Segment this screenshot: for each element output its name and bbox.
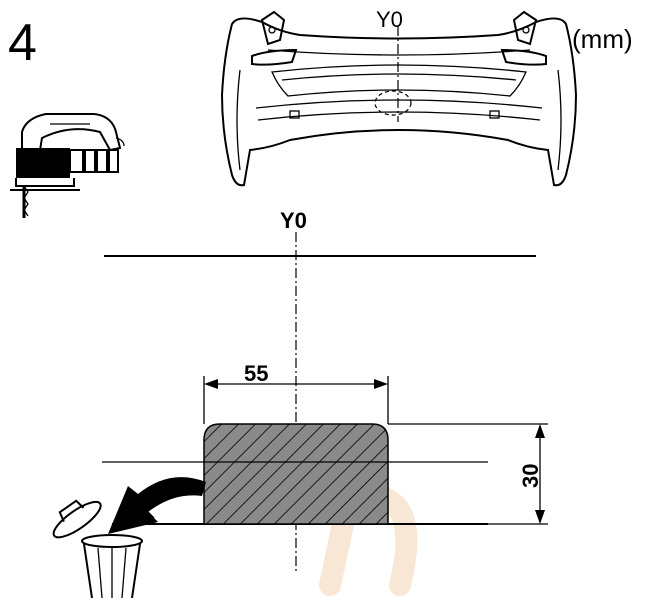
height-dimension [388, 423, 548, 525]
bumper-axis-label: Y0 [376, 7, 403, 32]
section-axis-label: Y0 [280, 208, 307, 233]
rear-bumper-illustration [220, 10, 578, 187]
cutout-area [203, 423, 389, 525]
height-label: 30 [518, 464, 543, 488]
width-label: 55 [244, 361, 268, 386]
jigsaw-icon [10, 113, 125, 218]
width-dimension [203, 376, 389, 424]
unit-label: (mm) [572, 24, 633, 54]
cut-position-marker [374, 90, 412, 116]
step-number: 4 [8, 14, 37, 72]
trash-can-icon [52, 499, 143, 598]
discard-arrow [108, 477, 206, 534]
